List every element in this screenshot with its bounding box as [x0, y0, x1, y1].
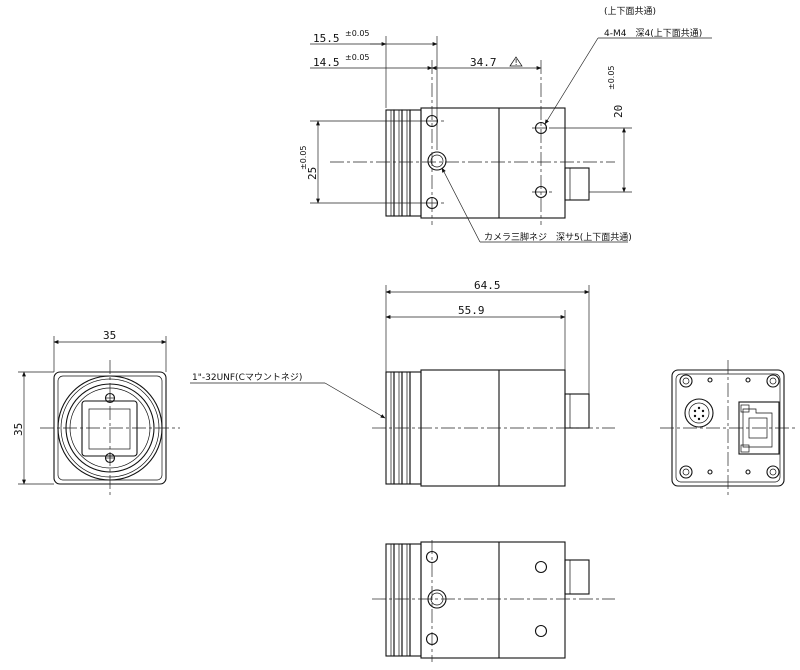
mount-note: 1"-32UNF(Cマウントネジ): [192, 372, 302, 383]
warning-triangle-icon: [509, 56, 523, 67]
screw-icon: [766, 374, 780, 388]
dim-25-tol: ±0.05: [299, 145, 308, 170]
screw-icon: [766, 465, 780, 479]
rear-view: [660, 360, 795, 495]
dim-14-5: 14.5: [313, 56, 340, 69]
m4-hole-icon: [534, 624, 548, 638]
screw-icon: [679, 374, 693, 388]
dim-55-9: 55.9: [458, 304, 485, 317]
dim-15-5-tol: ±0.05: [345, 29, 370, 38]
dim-34-7: 34.7: [470, 56, 497, 69]
side-view: 64.5 55.9 1"-32UNF(Cマウントネジ): [190, 279, 615, 487]
dim-20-tol: ±0.05: [607, 65, 616, 90]
m4-hole-icon: [534, 560, 548, 574]
svg-text:!: !: [515, 58, 518, 67]
dim-14-5-tol: ±0.05: [345, 53, 370, 62]
front-view: 35 35: [12, 329, 180, 495]
screw-icon: [679, 465, 693, 479]
dim-20: 20: [612, 105, 625, 118]
dim-25: 25: [306, 167, 319, 180]
dim-35-width: 35: [103, 329, 116, 342]
bottom-view: [372, 540, 615, 662]
dim-64-5: 64.5: [474, 279, 501, 292]
dim-15-5: 15.5: [313, 32, 340, 45]
dim-35-height: 35: [12, 423, 25, 436]
tripod-note: カメラ三脚ネジ 深サ5(上下面共通): [484, 232, 632, 243]
top-view: 15.5 ±0.05 14.5 ±0.05 34.7 ! 20 ±0.05 25…: [299, 6, 712, 243]
tripod-hole-icon: [427, 151, 447, 171]
top-common-note: (上下面共通): [604, 6, 656, 17]
holes-note: 4-M4 深4(上下面共通): [604, 28, 702, 39]
power-io-connector-icon: [684, 398, 714, 428]
